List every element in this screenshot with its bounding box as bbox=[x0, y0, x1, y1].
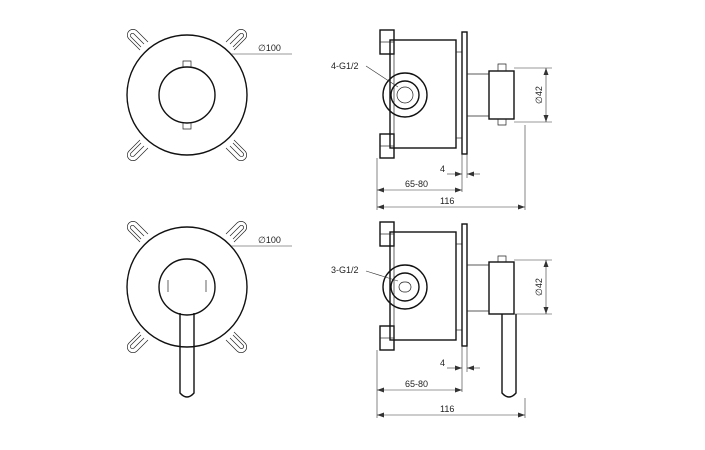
port-mid bbox=[390, 80, 420, 110]
port-inner bbox=[396, 86, 414, 104]
mounting-lug-top-left-b bbox=[127, 221, 149, 243]
dim-plate-label-top: 4 bbox=[440, 164, 445, 174]
side-view-top: 4-G1/2 ∅42 4 65-80 bbox=[331, 29, 552, 210]
height-label-bottom: ∅42 bbox=[534, 278, 544, 296]
mounting-lug-bottom-right-b bbox=[225, 331, 247, 353]
handle-tab-top bbox=[497, 63, 507, 71]
handle-knob bbox=[158, 66, 216, 124]
lever-side-b bbox=[501, 314, 517, 398]
handle-tab-top-b bbox=[497, 255, 507, 262]
dim-plate-label-bottom: 4 bbox=[440, 358, 445, 368]
diameter-label-bottom: ∅100 bbox=[258, 235, 281, 245]
port-outer-b bbox=[382, 264, 428, 310]
dim-total-label-bottom: 116 bbox=[440, 404, 454, 414]
knob-indicator-bottom bbox=[182, 123, 192, 130]
port-leader-bottom bbox=[365, 270, 399, 282]
handle-body-b bbox=[488, 261, 515, 315]
valve-body-b bbox=[389, 231, 457, 341]
mounting-lug-top-left bbox=[127, 29, 149, 51]
mounting-lug-top-right-b bbox=[225, 221, 247, 243]
knob-indicator-top bbox=[182, 60, 192, 67]
port-label-bottom: 3-G1/2 bbox=[331, 265, 359, 275]
dim-depth-arrow-top-b bbox=[455, 187, 462, 193]
dim-plate-arrow-top-a bbox=[455, 171, 462, 177]
front-view-bottom: ∅100 bbox=[126, 221, 292, 398]
dim-plate-arrow-bottom-a bbox=[455, 365, 462, 371]
port-inner-slot-b bbox=[398, 281, 412, 293]
mounting-lug-top-right bbox=[225, 29, 247, 51]
port-label-top: 4-G1/2 bbox=[331, 61, 359, 71]
handle-hub-b bbox=[158, 258, 216, 316]
side-view-bottom: 3-G1/2 ∅42 4 65-80 bbox=[331, 221, 552, 418]
dim-total-arrow-top-b bbox=[518, 204, 525, 210]
cover-plate-outline bbox=[126, 34, 248, 156]
top-assembly: ∅100 bbox=[126, 29, 552, 210]
front-view-top: ∅100 bbox=[126, 29, 292, 161]
dim-depth-label-top: 65-80 bbox=[405, 179, 428, 189]
dim-total-arrow-top-a bbox=[377, 204, 384, 210]
height-arrow-bottom-a bbox=[543, 260, 549, 267]
dim-depth-arrow-bottom-a bbox=[377, 387, 384, 393]
dim-plate-arrow-bottom-b bbox=[467, 365, 474, 371]
height-arrow-bottom-b bbox=[543, 307, 549, 314]
lever-handle bbox=[179, 313, 195, 398]
handle-body bbox=[488, 70, 515, 120]
bottom-assembly: ∅100 3-G1/2 bbox=[126, 221, 552, 418]
dim-depth-label-bottom: 65-80 bbox=[405, 379, 428, 389]
mounting-lug-bottom-left-b bbox=[127, 331, 149, 353]
cover-plate bbox=[461, 31, 468, 155]
valve-body bbox=[389, 39, 457, 149]
port-outer bbox=[382, 72, 428, 118]
dim-total-label-top: 116 bbox=[440, 196, 454, 206]
height-label-top: ∅42 bbox=[534, 86, 544, 104]
port-mid-b bbox=[390, 272, 420, 302]
dim-total-arrow-bottom-b bbox=[518, 412, 525, 418]
handle-tab-bottom bbox=[497, 119, 507, 126]
mounting-lug-bottom-right bbox=[225, 139, 247, 161]
cover-plate-outline-b bbox=[126, 226, 248, 348]
dim-depth-arrow-bottom-b bbox=[455, 387, 462, 393]
height-arrow-top-b bbox=[543, 115, 549, 122]
cover-plate-b bbox=[461, 223, 468, 347]
dim-total-arrow-bottom-a bbox=[377, 412, 384, 418]
dim-plate-arrow-top-b bbox=[467, 171, 474, 177]
height-arrow-top-a bbox=[543, 68, 549, 75]
mounting-lug-bottom-left bbox=[127, 139, 149, 161]
port-leader-top bbox=[365, 65, 399, 88]
diameter-label-top: ∅100 bbox=[258, 43, 281, 53]
dim-depth-arrow-top-a bbox=[377, 187, 384, 193]
